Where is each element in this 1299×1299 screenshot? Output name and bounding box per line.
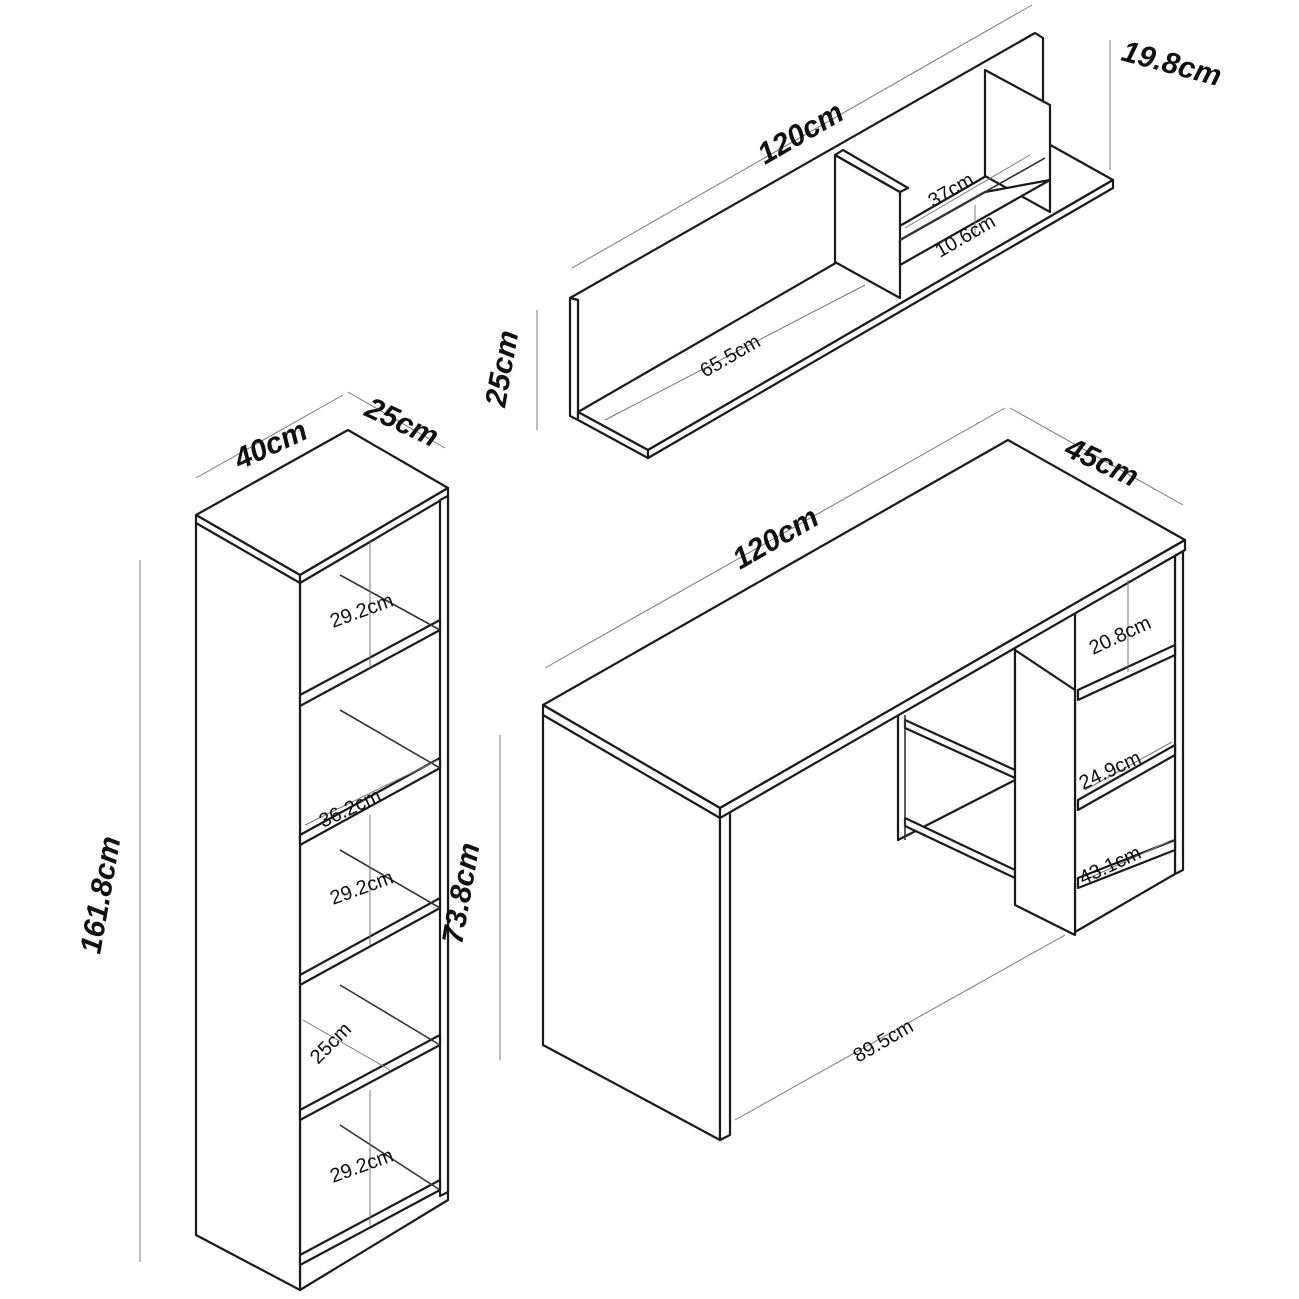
bookcase-shelf-depth-line bbox=[339, 1124, 441, 1191]
desk-leg-panel bbox=[1013, 648, 1077, 937]
dim-line bbox=[1084, 839, 1173, 881]
bookcase-shelf-depth-line bbox=[339, 984, 441, 1046]
dim-line bbox=[347, 391, 446, 449]
bookcase-shelf-depth-line bbox=[339, 849, 441, 909]
shelf-divider-top bbox=[833, 148, 910, 194]
dim-line bbox=[195, 394, 344, 479]
bookcase-left-side bbox=[194, 518, 302, 1292]
shelf-left-end bbox=[568, 296, 580, 422]
desk-knee-space-label: 89.5cm bbox=[850, 1015, 918, 1067]
bookcase-shelf-depth-line bbox=[339, 709, 441, 769]
dim-line bbox=[571, 4, 1033, 269]
desk-top-right-edge bbox=[718, 538, 1187, 820]
shelf-right-panel bbox=[983, 68, 1052, 214]
dim-line bbox=[1084, 741, 1173, 791]
dim-line bbox=[904, 154, 1031, 229]
shelf-bottom-right-edge bbox=[646, 178, 1115, 460]
dim-line bbox=[544, 407, 1006, 669]
dim-line bbox=[604, 284, 866, 421]
shelf-inner-line bbox=[899, 157, 1046, 241]
desk-right-shelf bbox=[1076, 643, 1177, 702]
dim-line bbox=[734, 934, 1066, 1121]
bookcase: 40cm 25cm 161.8cm 29.2cm 36.2cm 29.2cm 2… bbox=[74, 391, 450, 1292]
bookcase-right-front-edge bbox=[438, 494, 450, 1198]
desk-mid-shelf-bottom bbox=[903, 816, 1017, 880]
bookcase-height-label: 161.8cm bbox=[74, 834, 127, 956]
wall-shelf: 120cm 19.8cm 25cm 65.5cm 37cm 10.6cm bbox=[479, 4, 1225, 460]
dim-line bbox=[302, 1019, 391, 1071]
desk-left-front-edge bbox=[718, 806, 732, 1142]
shelf-depth-label: 19.8cm bbox=[1118, 35, 1225, 93]
desk: 120cm 45cm 73.8cm 20.8cm 24.9cm 43.1cm 8… bbox=[436, 407, 1187, 1142]
dim-line bbox=[304, 759, 439, 826]
bookcase-shelf-depth-line bbox=[339, 574, 441, 631]
desk-right-side bbox=[1173, 544, 1185, 876]
shelf-height-label: 25cm bbox=[479, 328, 525, 410]
dim-line bbox=[1009, 407, 1184, 506]
desk-right-shelf bbox=[1076, 743, 1177, 812]
desk-right-shelf bbox=[1076, 838, 1177, 890]
